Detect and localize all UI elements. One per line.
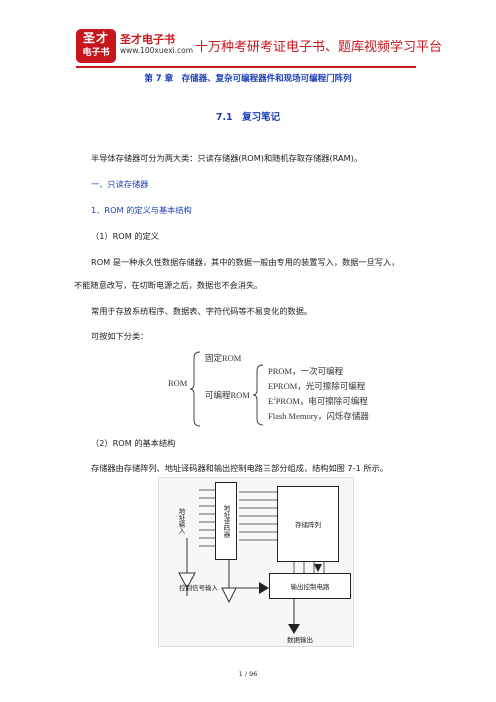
e2prom-prefix: E — [268, 396, 274, 406]
class-prom: PROM，一次可编程 — [268, 366, 344, 376]
address-decoder-box: 地址译码器 — [215, 482, 237, 560]
diagram-lines — [178, 489, 325, 634]
e2prom-rest: PROM，电可擦除可编程 — [275, 396, 368, 406]
class-flash: Flash Memory，闪烁存储器 — [268, 411, 369, 421]
logo-line1: 圣才 — [82, 31, 109, 45]
data-output-label: 数据输出 — [287, 636, 313, 644]
logo-line2: 电子书 — [82, 48, 110, 58]
e2prom-superscript: 2 — [273, 397, 276, 403]
chapter-title: 第 7 章 存储器、复杂可编程器件和现场可编程门阵列 — [144, 74, 352, 84]
outer-brace-icon — [189, 351, 201, 427]
brand-name: 圣才电子书 — [120, 33, 175, 46]
brand-url: www.100xuexi.com — [120, 46, 194, 55]
slogan: 十万种考研考证电子书、题库视频学习平台 — [195, 40, 443, 55]
class-fixed: 固定ROM — [205, 353, 242, 363]
section-title: 7.1 复习笔记 — [215, 112, 281, 123]
definition-line-1: ROM 是一种永久性数据存储器，其中的数据一般由专用的装置写入，数据一旦写入， — [91, 257, 400, 267]
class-eprom: EPROM，光可擦除可编程 — [268, 381, 366, 391]
class-programmable: 可编程ROM — [205, 390, 250, 400]
structure-paragraph: 存储器由存储阵列、地址译码器和输出控制电路三部分组成，结构如图 7-1 所示。 — [91, 463, 388, 473]
definition-line-2: 不能随意改写，在切断电源之后，数据也不会消失。 — [74, 280, 263, 290]
output-control-box: 输出控制电路 — [269, 573, 351, 599]
header-divider — [76, 66, 416, 68]
heading-3a: （1）ROM 的定义 — [91, 231, 159, 241]
heading-1: 一、只读存储器 — [91, 179, 149, 189]
rom-structure-diagram: 地址译码器 存储阵列 输出控制电路 地址输入 控制信号输入 数据输出 — [158, 477, 354, 647]
inner-brace-icon — [252, 364, 264, 426]
page-number: 1 / 96 — [238, 670, 258, 678]
class-root: ROM — [168, 378, 188, 388]
storage-array-box: 存储阵列 — [277, 486, 339, 562]
control-input-label: 控制信号输入 — [179, 584, 218, 592]
classify-intro: 可按如下分类： — [91, 331, 149, 341]
heading-3b: （2）ROM 的基本结构 — [91, 438, 176, 448]
logo: 圣才 电子书 — [76, 29, 116, 63]
address-input-label: 地址输入 — [177, 508, 185, 534]
class-e2prom: E2PROM，电可擦除可编程 — [268, 395, 368, 407]
heading-2: 1．ROM 的定义与基本结构 — [91, 205, 192, 215]
usage-paragraph: 常用于存放系统程序、数据表、字符代码等不易变化的数据。 — [91, 306, 313, 316]
intro-paragraph: 半导体存储器可分为两大类：只读存储器(ROM)和随机存取存储器(RAM)。 — [91, 153, 363, 163]
